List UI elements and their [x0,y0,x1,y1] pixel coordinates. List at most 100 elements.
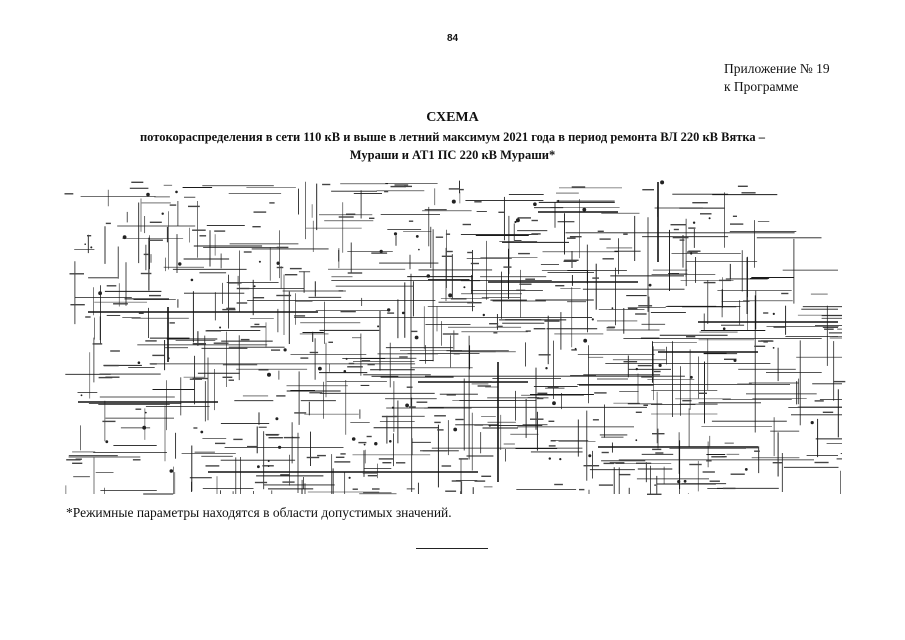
schematic-label-mark [709,480,720,482]
schematic-label-mark [250,326,266,328]
schematic-label-mark [579,488,585,491]
schematic-label-mark [258,369,269,371]
schematic-node [122,235,127,240]
schematic-node [611,307,614,310]
schematic-label-mark [609,462,625,464]
schematic-label-mark [519,283,532,285]
schematic-label-mark [652,433,665,435]
schematic-label-mark [113,303,128,305]
schematic-label-mark [416,401,428,403]
schematic-label-mark [192,343,206,345]
schematic-label-mark [226,307,236,310]
schematic-label-mark [474,480,486,482]
schematic-label-mark [371,252,388,254]
schematic-label-mark [548,445,556,447]
schematic-label-mark [253,211,267,213]
schematic-label-mark [367,475,378,477]
schematic-label-mark [441,255,452,257]
schematic-node [200,430,204,434]
schematic-node [98,291,102,296]
schematic-label-mark [467,251,473,254]
schematic-label-mark [276,395,286,397]
schematic-label-mark [686,336,696,338]
schematic-node [257,465,260,469]
schematic-node [405,403,409,408]
schematic-label-mark [188,205,200,208]
schematic-node [772,312,775,315]
schematic-label-mark [516,289,526,291]
schematic-node [137,361,141,364]
schematic-node [175,190,178,194]
appendix-note: Приложение № 19 к Программе [724,60,830,96]
schematic-label-mark [282,481,295,483]
schematic-node [489,425,491,427]
schematic-label-mark [489,323,499,325]
schematic-label-mark [381,415,397,418]
schematic-label-mark [601,451,609,454]
schematic-label-mark [448,188,460,190]
closing-rule [416,548,488,549]
schematic-label-mark [592,277,599,279]
schematic-node [291,436,294,439]
schematic-node [418,248,420,251]
schematic-node [574,347,577,350]
schematic-label-mark [149,239,163,241]
schematic-label-mark [525,330,531,332]
schematic-label-mark [228,379,234,381]
schematic-label-mark [396,462,406,464]
schematic-node [548,457,551,460]
schematic-label-mark [266,434,279,436]
schematic-label-mark [390,185,406,188]
schematic-node [345,357,348,360]
schematic-label-mark [276,246,289,249]
schematic-label-mark [700,213,712,215]
schematic-label-mark [773,326,786,328]
schematic-node [722,327,726,330]
schematic-label-mark [106,285,117,287]
schematic-node [658,363,662,367]
schematic-busbars [78,182,838,482]
schematic-label-mark [75,458,82,460]
schematic-label-mark [514,240,522,242]
schematic-label-mark [496,325,503,328]
schematic-label-mark [347,366,363,368]
schematic-label-mark [730,223,744,225]
schematic-label-mark [498,211,504,213]
schematic-label-mark [567,237,576,239]
schematic-label-mark [254,323,260,326]
schematic-label-mark [192,229,206,231]
schematic-label-mark [554,483,563,486]
schematic-node [377,325,380,328]
schematic-label-mark [619,473,631,476]
schematic-label-mark [453,353,460,355]
schematic-label-mark [228,282,242,284]
schematic-label-mark [140,272,152,275]
schematic-node [690,375,693,379]
schematic-label-mark [824,328,834,330]
schematic-label-mark [571,186,586,188]
schematic-label-mark [636,462,652,464]
schematic-label-mark [673,228,679,231]
schematic-node [401,311,405,315]
schematic-label-mark [594,392,607,394]
schematic-label-mark [189,378,202,380]
schematic-label-mark [346,213,356,215]
schematic-label-mark [236,287,250,290]
schematic-node [278,445,282,449]
schematic-label-mark [369,217,375,219]
schematic-label-mark [741,192,756,194]
schematic-label-mark [445,490,457,492]
schematic-node [552,401,556,406]
page-number: 84 [446,33,459,44]
schematic-label-mark [150,363,157,365]
schematic-node [105,440,109,444]
schematic-label-mark [538,354,551,356]
schematic-node [588,454,592,458]
schematic-label-mark [70,304,85,306]
schematic-label-mark [737,185,748,187]
schematic-node [463,286,466,289]
schematic-label-mark [643,404,648,406]
schematic-label-mark [732,215,737,217]
schematic-node [169,469,174,473]
schematic-label-mark [362,472,378,474]
